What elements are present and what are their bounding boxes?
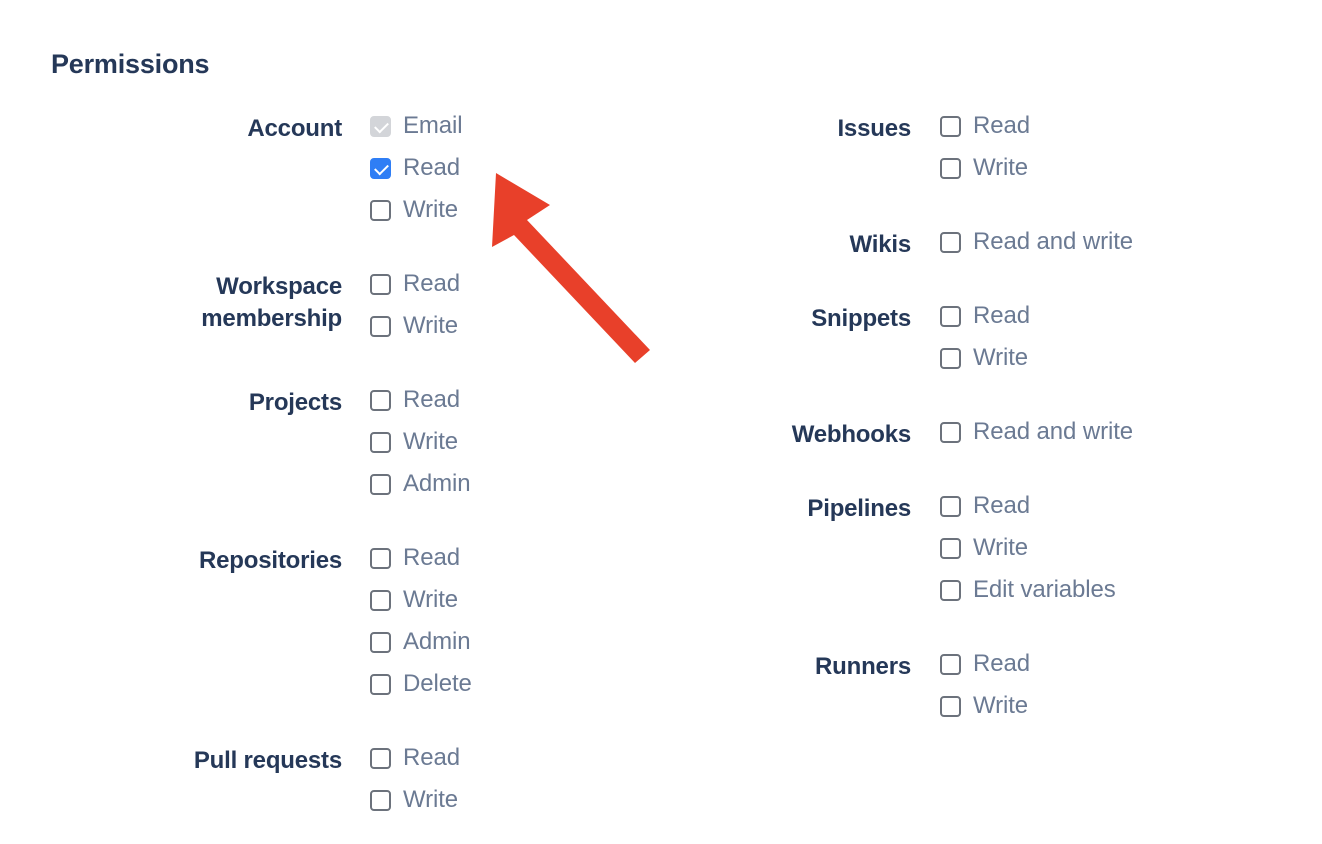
- permission-option-label: Read: [973, 650, 1030, 677]
- permission-group-label: Repositories: [199, 547, 342, 574]
- permission-option-row[interactable]: Write: [940, 692, 1028, 720]
- permission-option-row[interactable]: Write: [370, 428, 458, 456]
- permission-option-row[interactable]: Write: [370, 586, 458, 614]
- checkbox-unchecked-icon[interactable]: [940, 305, 961, 327]
- permission-option-label: Write: [403, 586, 459, 613]
- permission-option-label: Read: [403, 270, 460, 297]
- permission-option-row[interactable]: Write: [940, 154, 1028, 182]
- permission-option-row[interactable]: Read: [940, 112, 1030, 140]
- permission-option-row[interactable]: Write: [370, 312, 458, 340]
- permission-option-label: Email: [403, 112, 463, 139]
- checkbox-unchecked-icon[interactable]: [940, 495, 961, 517]
- checkbox-unchecked-icon[interactable]: [940, 157, 961, 179]
- permission-option-row[interactable]: Read: [940, 650, 1030, 678]
- permission-option-label: Write: [403, 786, 459, 813]
- permission-option-label: Read: [403, 386, 460, 413]
- permission-option-label: Read: [403, 544, 460, 571]
- permission-option-label: Write: [973, 154, 1029, 181]
- checkbox-unchecked-icon[interactable]: [370, 547, 391, 569]
- permission-group-label: Runners: [815, 653, 911, 680]
- checkbox-checked-icon[interactable]: [370, 157, 391, 179]
- checkbox-unchecked-icon[interactable]: [940, 537, 961, 559]
- permission-option-row[interactable]: Read: [370, 154, 460, 182]
- permission-option-label: Write: [973, 692, 1029, 719]
- permission-option-row[interactable]: Read: [370, 744, 460, 772]
- permission-option-label: Write: [403, 428, 459, 455]
- permission-option-row[interactable]: Read: [370, 386, 460, 414]
- checkbox-disabled-checked-icon: [370, 115, 391, 137]
- permission-option-row[interactable]: Read: [940, 492, 1030, 520]
- permission-option-label: Edit variables: [973, 576, 1116, 603]
- permission-option-row[interactable]: Write: [370, 786, 458, 814]
- permission-option-label: Delete: [403, 670, 472, 697]
- permission-option-row[interactable]: Write: [940, 344, 1028, 372]
- checkbox-unchecked-icon[interactable]: [940, 115, 961, 137]
- permission-group-label: Projects: [248, 389, 342, 416]
- red-arrow-annotation-icon: [492, 173, 650, 363]
- permission-group-label: Account: [247, 115, 342, 142]
- permission-option-row[interactable]: Read: [940, 302, 1030, 330]
- permission-option-row[interactable]: Admin: [370, 628, 471, 656]
- permission-option-row[interactable]: Read and write: [940, 228, 1133, 256]
- checkbox-unchecked-icon[interactable]: [370, 431, 391, 453]
- permission-group-label: Webhooks: [791, 421, 912, 448]
- permission-option-row[interactable]: Email: [370, 112, 463, 140]
- checkbox-unchecked-icon[interactable]: [370, 673, 391, 695]
- permission-group-label: Pipelines: [807, 495, 911, 522]
- permission-group-label: Workspace membership: [201, 273, 342, 332]
- permission-option-label: Admin: [403, 628, 471, 655]
- checkbox-unchecked-icon[interactable]: [370, 789, 391, 811]
- checkbox-unchecked-icon[interactable]: [940, 231, 961, 253]
- checkbox-unchecked-icon[interactable]: [940, 421, 961, 443]
- checkbox-unchecked-icon[interactable]: [370, 747, 391, 769]
- checkbox-unchecked-icon[interactable]: [370, 315, 391, 337]
- permission-option-row[interactable]: Read and write: [940, 418, 1133, 446]
- checkbox-unchecked-icon[interactable]: [370, 273, 391, 295]
- permission-option-label: Read: [973, 492, 1030, 519]
- checkbox-unchecked-icon[interactable]: [940, 653, 961, 675]
- checkbox-unchecked-icon[interactable]: [370, 631, 391, 653]
- permission-option-row[interactable]: Write: [940, 534, 1028, 562]
- permission-option-label: Write: [973, 534, 1029, 561]
- permission-option-label: Read: [973, 112, 1030, 139]
- permission-option-label: Read and write: [973, 228, 1134, 255]
- permission-group-label: Snippets: [811, 305, 911, 332]
- permission-option-label: Read and write: [973, 418, 1134, 445]
- checkbox-unchecked-icon[interactable]: [370, 199, 391, 221]
- permission-option-label: Admin: [403, 470, 471, 497]
- permission-option-label: Read: [403, 154, 460, 181]
- permission-group-label: Wikis: [849, 231, 912, 258]
- permission-option-row[interactable]: Admin: [370, 470, 471, 498]
- permission-group-label: Pull requests: [193, 747, 342, 774]
- permission-option-row[interactable]: Edit variables: [940, 576, 1116, 604]
- checkmark-icon: [374, 160, 389, 175]
- permission-option-label: Read: [403, 744, 460, 771]
- page-title: Permissions: [51, 49, 210, 79]
- permission-option-label: Write: [403, 312, 459, 339]
- checkbox-unchecked-icon[interactable]: [940, 579, 961, 601]
- permission-option-row[interactable]: Read: [370, 544, 460, 572]
- permission-option-label: Read: [973, 302, 1030, 329]
- checkbox-unchecked-icon[interactable]: [940, 347, 961, 369]
- checkbox-unchecked-icon[interactable]: [370, 473, 391, 495]
- permission-option-row[interactable]: Delete: [370, 670, 472, 698]
- checkbox-unchecked-icon[interactable]: [370, 389, 391, 411]
- permission-group-label: Issues: [837, 115, 911, 142]
- checkmark-icon: [374, 118, 389, 133]
- checkbox-unchecked-icon[interactable]: [940, 695, 961, 717]
- permission-option-row[interactable]: Read: [370, 270, 460, 298]
- permission-option-row[interactable]: Write: [370, 196, 458, 224]
- permission-option-label: Write: [973, 344, 1029, 371]
- permission-option-label: Write: [403, 196, 459, 223]
- checkbox-unchecked-icon[interactable]: [370, 589, 391, 611]
